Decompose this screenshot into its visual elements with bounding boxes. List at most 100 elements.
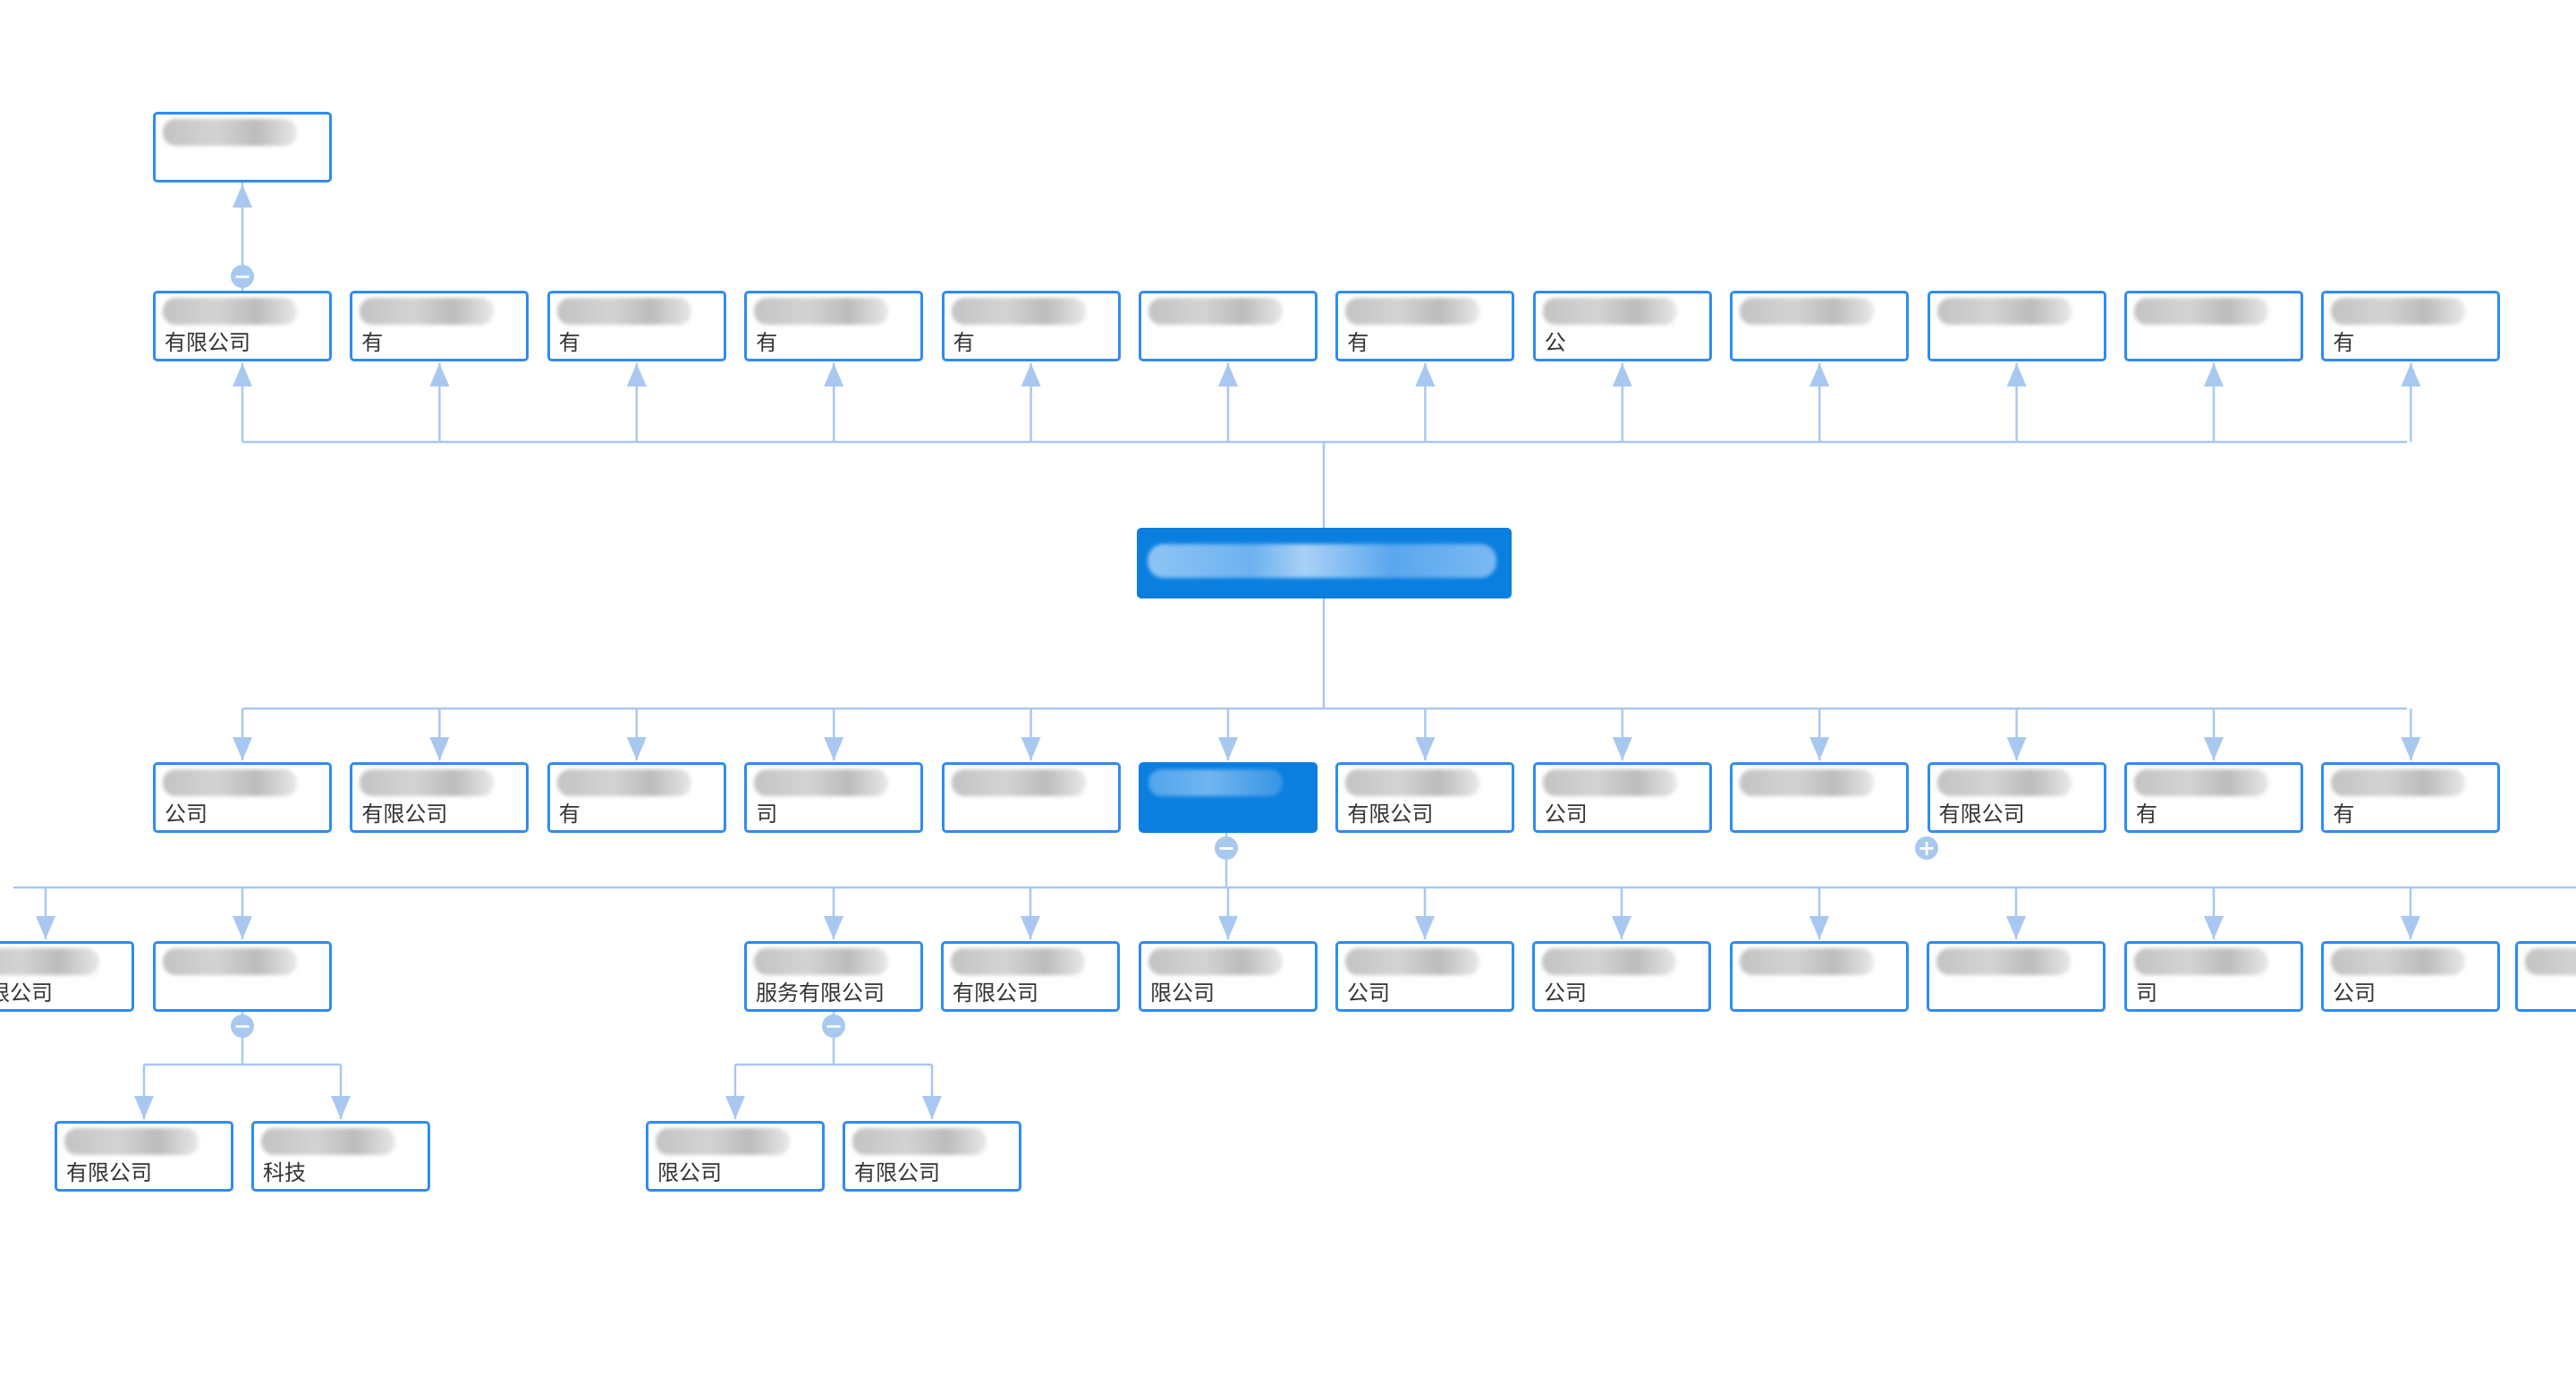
company-name: 限公司 bbox=[657, 1160, 722, 1185]
redacted-text bbox=[0, 948, 99, 975]
arrow-down-icon bbox=[2204, 916, 2224, 939]
shareholder-node[interactable]: 有 bbox=[1335, 291, 1515, 361]
subsidiary-node[interactable]: 公司 bbox=[2321, 941, 2500, 1012]
subsidiary-node[interactable] bbox=[2515, 941, 2576, 1012]
shareholder-node[interactable] bbox=[1927, 291, 2106, 361]
subsidiary-node[interactable] bbox=[153, 941, 332, 1012]
redacted-text bbox=[261, 1128, 395, 1155]
sub-subsidiary-node[interactable]: 科技 bbox=[251, 1121, 430, 1192]
collapse-icon[interactable]: − bbox=[231, 1014, 254, 1038]
company-name: 有 bbox=[361, 330, 384, 355]
company-name: 有 bbox=[558, 330, 580, 355]
parent-node[interactable] bbox=[153, 112, 332, 182]
company-name: 有限公司 bbox=[66, 1160, 152, 1185]
subsidiary-node[interactable] bbox=[1927, 941, 2106, 1012]
subsidiary-node[interactable]: 公司 bbox=[1335, 941, 1514, 1012]
shareholder-node[interactable] bbox=[1139, 291, 1318, 361]
company-name: 限公司 bbox=[1150, 980, 1215, 1006]
subsidiary-node[interactable] bbox=[1730, 941, 1909, 1012]
company-name: 公司 bbox=[1544, 980, 1587, 1006]
shareholder-node[interactable]: 有 bbox=[2321, 291, 2501, 361]
shareholder-node[interactable]: 有限公司 bbox=[153, 291, 332, 361]
company-name: 有 bbox=[756, 330, 778, 355]
subsidiary-node[interactable]: 公司 bbox=[1532, 941, 1711, 1012]
shareholder-node[interactable]: 有 bbox=[350, 291, 530, 361]
arrow-up-icon bbox=[429, 363, 450, 386]
investment-node[interactable]: 有限公司 bbox=[350, 762, 530, 833]
collapse-icon[interactable]: − bbox=[822, 1014, 845, 1038]
arrow-down-icon bbox=[1021, 916, 1040, 939]
arrow-down-icon bbox=[2006, 737, 2027, 760]
subsidiary-node[interactable]: 有限公司 bbox=[0, 941, 134, 1012]
redacted-text bbox=[360, 298, 495, 325]
investment-node[interactable] bbox=[941, 762, 1121, 833]
sub-subsidiary-node[interactable]: 有限公司 bbox=[55, 1121, 233, 1192]
shareholder-node[interactable]: 公 bbox=[1532, 291, 1712, 361]
arrow-down-icon bbox=[2401, 737, 2421, 760]
investment-node[interactable]: 公司 bbox=[1532, 762, 1712, 833]
collapse-icon[interactable]: − bbox=[231, 265, 254, 288]
redacted-text bbox=[1936, 948, 2071, 975]
company-name: 公司 bbox=[165, 802, 208, 827]
investment-node[interactable]: 有 bbox=[2321, 762, 2501, 833]
redacted-text bbox=[1740, 298, 1875, 325]
arrow-down-icon bbox=[1612, 916, 1631, 939]
redacted-text bbox=[1345, 298, 1480, 325]
company-name: 有限公司 bbox=[0, 980, 53, 1006]
company-name: 司 bbox=[2136, 980, 2157, 1006]
shareholder-node[interactable] bbox=[1730, 291, 1910, 361]
redacted-text bbox=[1740, 948, 1874, 975]
redacted-text bbox=[754, 948, 888, 975]
subsidiary-node[interactable]: 司 bbox=[2124, 941, 2303, 1012]
redacted-text bbox=[951, 298, 1086, 325]
arrow-down-icon bbox=[2401, 916, 2420, 939]
investment-node[interactable] bbox=[1139, 762, 1318, 833]
redacted-text bbox=[1148, 769, 1283, 796]
redacted-text bbox=[754, 769, 889, 796]
investment-node[interactable]: 司 bbox=[744, 762, 924, 833]
redacted-text bbox=[2525, 948, 2576, 975]
subsidiary-node[interactable]: 限公司 bbox=[1139, 941, 1318, 1012]
company-name: 有 bbox=[1347, 330, 1369, 355]
arrow-down-icon bbox=[922, 1096, 942, 1119]
company-name: 有 bbox=[2333, 802, 2355, 827]
arrow-up-icon bbox=[2006, 363, 2027, 386]
root-company-node[interactable] bbox=[1137, 528, 1512, 598]
investment-node[interactable]: 有 bbox=[547, 762, 726, 833]
arrow-down-icon bbox=[1415, 916, 1435, 939]
redacted-text bbox=[556, 769, 691, 796]
company-name: 服务有限公司 bbox=[756, 980, 885, 1006]
company-name: 公司 bbox=[2333, 980, 2376, 1006]
redacted-text bbox=[1936, 769, 2072, 796]
shareholder-node[interactable]: 有 bbox=[744, 291, 924, 361]
sub-subsidiary-node[interactable]: 限公司 bbox=[646, 1121, 825, 1192]
arrow-up-icon bbox=[2401, 363, 2421, 386]
redacted-text bbox=[951, 948, 1085, 975]
company-name: 有限公司 bbox=[361, 802, 448, 827]
shareholder-node[interactable] bbox=[2124, 291, 2303, 361]
company-name: 公司 bbox=[1544, 802, 1588, 827]
investment-node[interactable]: 有 bbox=[2124, 762, 2303, 833]
sub-subsidiary-node[interactable]: 有限公司 bbox=[843, 1121, 1021, 1192]
investment-node[interactable]: 公司 bbox=[153, 762, 332, 833]
arrow-down-icon bbox=[2006, 916, 2026, 939]
expand-icon[interactable]: + bbox=[1915, 836, 1938, 860]
arrow-down-icon bbox=[233, 916, 252, 939]
redacted-text bbox=[2134, 948, 2268, 975]
arrow-down-icon bbox=[824, 737, 844, 760]
subsidiary-node[interactable]: 有限公司 bbox=[941, 941, 1120, 1012]
redacted-text bbox=[163, 119, 297, 146]
investment-node[interactable]: 有限公司 bbox=[1335, 762, 1515, 833]
investment-node[interactable] bbox=[1730, 762, 1910, 833]
arrow-down-icon bbox=[233, 737, 252, 760]
arrow-up-icon bbox=[1415, 363, 1436, 386]
investment-node[interactable]: 有限公司 bbox=[1927, 762, 2106, 833]
arrow-down-icon bbox=[1809, 916, 1829, 939]
company-name: 有 bbox=[2333, 330, 2355, 355]
collapse-icon[interactable]: − bbox=[1215, 836, 1238, 860]
company-name: 有 bbox=[2136, 802, 2157, 827]
subsidiary-node[interactable]: 服务有限公司 bbox=[744, 941, 923, 1012]
shareholder-node[interactable]: 有 bbox=[941, 291, 1121, 361]
redacted-text bbox=[1148, 544, 1496, 578]
shareholder-node[interactable]: 有 bbox=[547, 291, 726, 361]
